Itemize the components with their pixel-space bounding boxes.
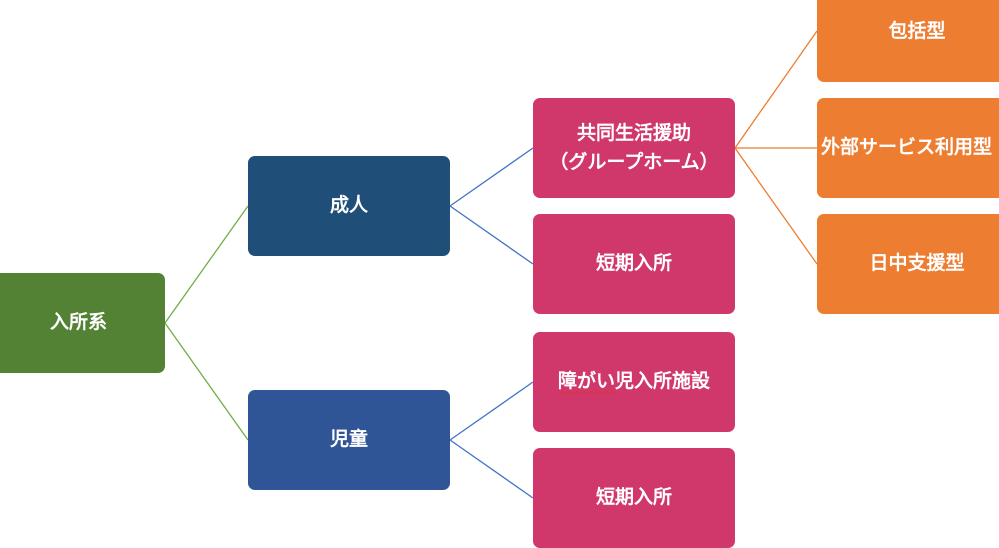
connector-root-adult (164, 205, 249, 324)
connector-adult-shortstay (449, 205, 534, 265)
node-external-service: 外部サービス利用型 (817, 98, 999, 198)
node-group-home-line2: （グループホーム） (549, 151, 719, 173)
node-adult-short-stay-label: 短期入所 (595, 252, 672, 275)
node-comprehensive-label: 包括型 (888, 20, 946, 43)
node-daytime-support-label: 日中支援型 (869, 252, 965, 275)
node-child-label: 児童 (329, 428, 368, 451)
node-disability-facility-label: 障がい児入所施設 (558, 367, 710, 396)
node-comprehensive: 包括型 (817, 0, 999, 82)
connector-grouphome-comprehensive (734, 30, 818, 149)
node-child-short-stay-label: 短期入所 (595, 486, 672, 509)
node-group-home: 共同生活援助 （グループホーム） (533, 98, 735, 198)
node-group-home-label: 共同生活援助 （グループホーム） (549, 119, 718, 178)
node-external-service-label: 外部サービス利用型 (821, 136, 993, 159)
node-root-label: 入所系 (49, 311, 107, 334)
node-child: 児童 (248, 390, 450, 490)
connector-grouphome-daytime (734, 147, 818, 265)
node-daytime-support: 日中支援型 (817, 214, 999, 314)
node-disability-facility-prefix: 障がい (557, 370, 615, 393)
node-adult-label: 成人 (329, 194, 368, 217)
node-child-short-stay: 短期入所 (533, 448, 735, 548)
connector-adult-grouphome (449, 147, 534, 207)
connector-child-facility (449, 381, 534, 441)
node-group-home-line1: 共同生活援助 (576, 121, 691, 144)
node-adult-short-stay: 短期入所 (533, 214, 735, 314)
node-adult: 成人 (248, 156, 450, 256)
connector-root-child (164, 322, 249, 441)
node-disability-facility-suffix: 児入所施設 (615, 370, 711, 393)
node-disability-facility: 障がい児入所施設 (533, 332, 735, 432)
connector-child-shortstay (449, 439, 534, 499)
node-root: 入所系 (0, 273, 165, 373)
